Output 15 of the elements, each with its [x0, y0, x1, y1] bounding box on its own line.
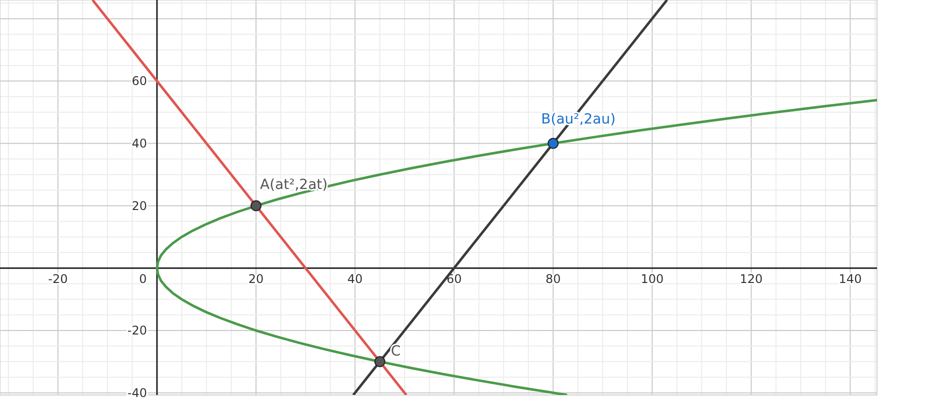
tick-label: 100: [640, 272, 664, 286]
origin-label: 0: [139, 272, 147, 286]
tick-label: -20: [48, 272, 68, 286]
tick-label: 140: [838, 272, 862, 286]
tick-label: 60: [132, 74, 147, 88]
tick-label: 120: [740, 272, 763, 286]
tick-label: 80: [546, 272, 561, 286]
tick-label: 20: [248, 272, 264, 286]
tick-label: 20: [132, 198, 147, 213]
point-label: A(at²,2at): [260, 176, 328, 193]
tick-label: -40: [127, 386, 147, 400]
tick-label: 40: [132, 136, 147, 150]
tick-label: -20: [127, 323, 147, 338]
point-label: C: [390, 344, 401, 360]
tick-label: 40: [347, 272, 363, 286]
